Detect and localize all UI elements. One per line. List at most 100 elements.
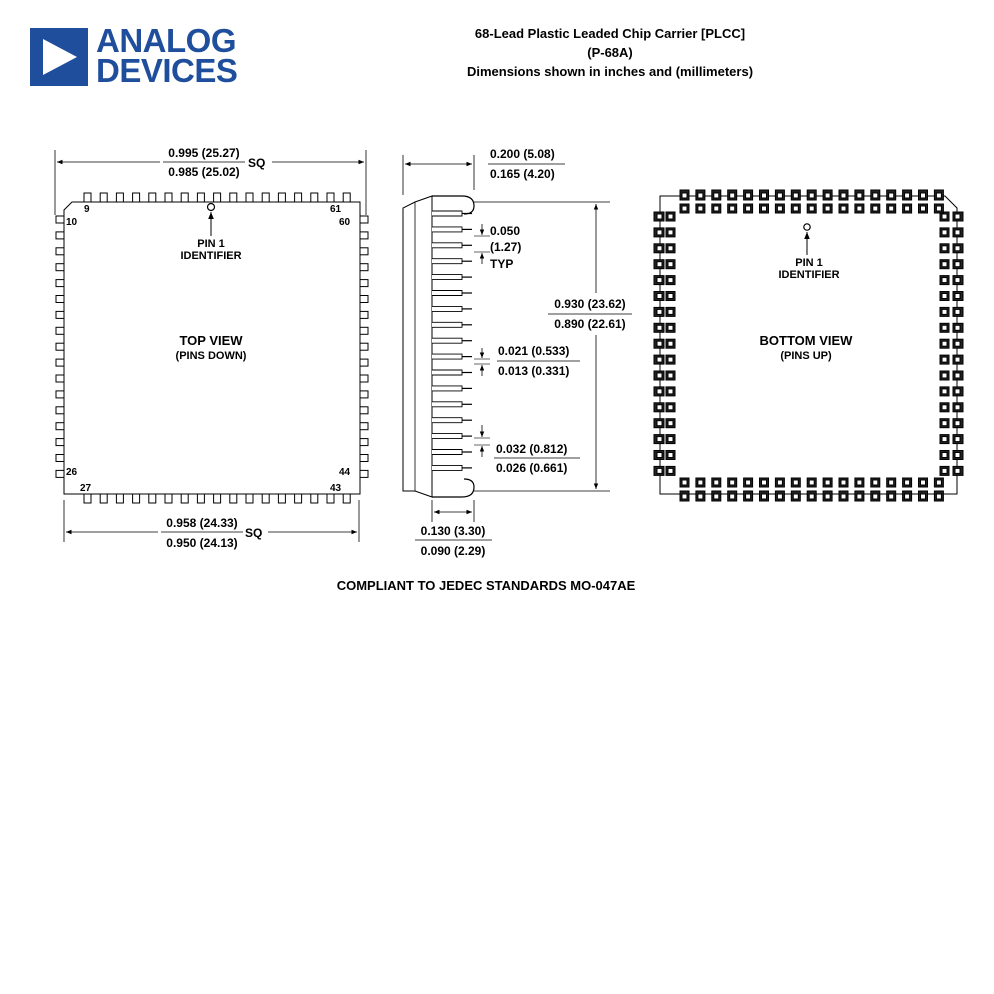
- bottom-view-top-lead-pad: [681, 192, 688, 199]
- bottom-view-left-lead-foot-pad: [667, 261, 674, 268]
- bottom-lead: [342, 493, 351, 504]
- top-lead: [99, 192, 108, 203]
- bottom-view-subtitle: (PINS UP): [780, 350, 832, 362]
- bottom-view-left-lead-foot-pad: [667, 324, 674, 331]
- bottom-view-left-lead-foot-pad: [667, 436, 674, 443]
- dim-body-sq: SQ: [245, 526, 262, 540]
- bottom-view-left-lead-pad: [656, 420, 663, 427]
- bottom-view-right-lead-pad: [954, 308, 961, 315]
- bottom-view-top-lead-foot-pad: [713, 205, 720, 212]
- bottom-lead: [196, 493, 205, 504]
- bottom-view-bottom-lead-foot-pad: [856, 479, 863, 486]
- top-lead: [326, 192, 335, 203]
- bottom-view-bottom-lead-pad: [824, 493, 831, 500]
- bottom-lead: [99, 493, 108, 504]
- side-view-body: [402, 195, 433, 498]
- bottom-view-top-lead-foot-pad: [888, 205, 895, 212]
- bottom-view-top-lead-foot-pad: [935, 205, 942, 212]
- pin-27-label: 27: [80, 483, 92, 494]
- right-lead: [359, 358, 369, 367]
- side-lead: [432, 305, 463, 312]
- bottom-view-bottom-lead-foot-pad: [729, 479, 736, 486]
- bottom-view-top-lead-pad: [745, 192, 752, 199]
- bottom-lead: [180, 493, 189, 504]
- top-pin1-label-2: IDENTIFIER: [180, 250, 241, 262]
- bottom-view-right-lead-pad: [954, 277, 961, 284]
- bottom-view-left-lead-foot-pad: [667, 277, 674, 284]
- side-lead-bottom-bend: [432, 478, 475, 498]
- brand-wordmark: ANALOG DEVICES: [96, 24, 238, 89]
- bottom-view-leads: [653, 189, 964, 502]
- bottom-view-top-lead-pad: [697, 192, 704, 199]
- top-lead: [132, 192, 141, 203]
- bottom-view-left-lead-pad: [656, 324, 663, 331]
- bottom-view-right-lead-pad: [954, 245, 961, 252]
- side-lead: [432, 385, 463, 392]
- top-lead: [115, 192, 124, 203]
- bottom-lead: [132, 493, 141, 504]
- bottom-view-bottom-lead-pad: [776, 493, 783, 500]
- bottom-view-bottom-lead-pad: [920, 493, 926, 500]
- right-lead: [359, 326, 369, 335]
- bottom-view-bottom-lead-foot-pad: [808, 479, 815, 486]
- brand-line-2: DEVICES: [96, 52, 238, 89]
- dim-height-max: 0.200 (5.08): [490, 147, 555, 161]
- bottom-view-top-lead-pad: [935, 192, 942, 199]
- top-lead: [342, 192, 351, 203]
- bottom-view-left-lead-foot-pad: [667, 213, 674, 220]
- bottom-view-top-lead-pad: [713, 192, 720, 199]
- right-lead: [359, 438, 369, 447]
- pin-43-label: 43: [330, 483, 342, 494]
- bottom-view-left-lead-pad: [656, 467, 663, 474]
- pin-9-label: 9: [84, 204, 90, 215]
- dim-pitch-1: 0.050: [490, 224, 520, 238]
- bottom-view-right-lead-foot-pad: [941, 213, 948, 220]
- right-lead: [359, 390, 369, 399]
- dim-body-min: 0.950 (24.13): [166, 536, 237, 550]
- bottom-view-bottom-lead-pad: [792, 493, 799, 500]
- bottom-view-bottom-lead-pad: [681, 493, 688, 500]
- dim-outer-max: 0.995 (25.27): [168, 146, 239, 160]
- bottom-view-left-lead-pad: [656, 340, 663, 347]
- dim-pitch-3: TYP: [490, 257, 513, 271]
- bottom-view-bottom-lead-foot-pad: [920, 479, 926, 486]
- bottom-view-bottom-lead-pad: [713, 493, 720, 500]
- bottom-view-right-lead-pad: [954, 261, 961, 268]
- side-lead: [432, 337, 463, 344]
- left-lead: [55, 215, 65, 224]
- bottom-view-left-lead-pad: [656, 277, 663, 284]
- bottom-view-bottom-lead-foot-pad: [904, 479, 911, 486]
- side-lead-top-bend: [432, 195, 475, 215]
- bottom-view-top-lead-foot-pad: [729, 205, 736, 212]
- left-lead: [55, 358, 65, 367]
- top-lead: [180, 192, 189, 203]
- left-lead: [55, 469, 65, 478]
- bottom-view-left-lead-pad: [656, 293, 663, 299]
- bottom-view-right-lead-pad: [954, 404, 961, 411]
- left-lead: [55, 326, 65, 335]
- bottom-lead: [164, 493, 173, 504]
- top-view: PIN 1 IDENTIFIER TOP VIEW (PINS DOWN) 9 …: [54, 146, 369, 550]
- right-lead: [359, 406, 369, 415]
- left-lead: [55, 342, 65, 351]
- left-lead: [55, 310, 65, 319]
- bottom-view-bottom-lead-foot-pad: [697, 479, 704, 486]
- bottom-view-right-lead-pad: [954, 388, 961, 395]
- bottom-view-right-lead-pad: [954, 372, 961, 379]
- bottom-view-bottom-lead-foot-pad: [824, 479, 831, 486]
- right-lead: [359, 469, 369, 478]
- bottom-view-right-lead-foot-pad: [941, 245, 948, 252]
- bottom-view-bottom-lead-foot-pad: [792, 479, 799, 486]
- bottom-view-bottom-lead-pad: [888, 493, 895, 500]
- bottom-view-body: [659, 195, 958, 495]
- bottom-view-bottom-lead-pad: [745, 493, 752, 500]
- bottom-view-bottom-lead-pad: [935, 493, 942, 500]
- bottom-pin1-label-2: IDENTIFIER: [778, 269, 839, 281]
- top-lead: [148, 192, 157, 203]
- bottom-view-bottom-lead-foot-pad: [872, 479, 879, 486]
- bottom-view-bottom-lead-pad: [808, 493, 815, 500]
- side-view: 0.200 (5.08) 0.165 (4.20) 0.050 (1.27) T…: [402, 147, 632, 558]
- bottom-view-bottom-lead-pad: [872, 493, 879, 500]
- top-lead: [83, 192, 92, 203]
